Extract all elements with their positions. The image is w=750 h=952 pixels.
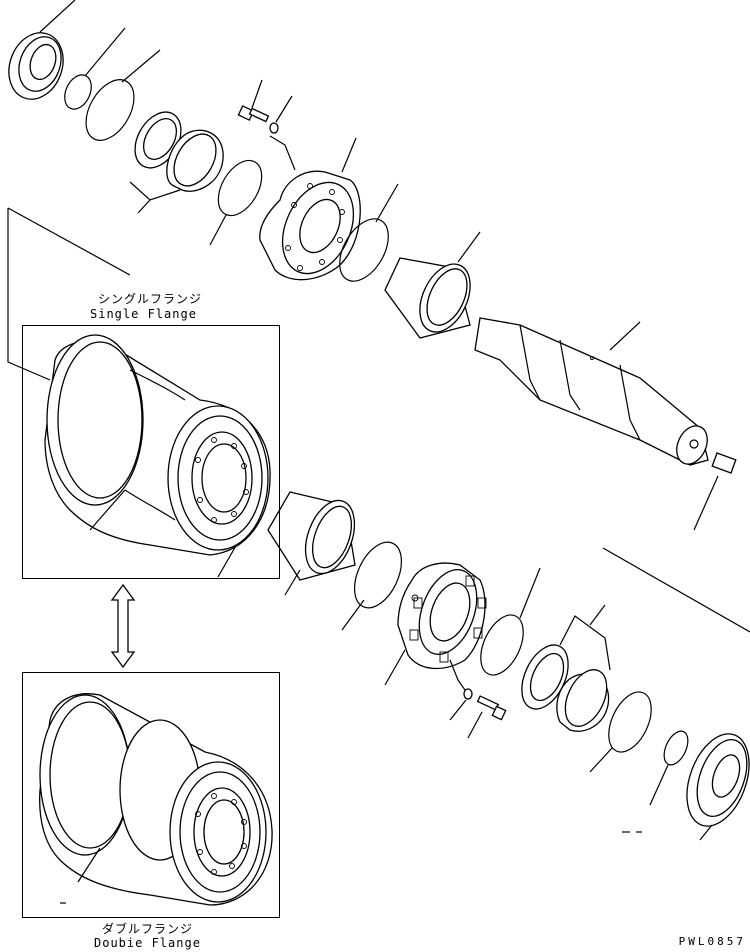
double-flange-roller bbox=[39, 693, 273, 906]
collar-top bbox=[259, 137, 361, 281]
floating-seal-top bbox=[8, 0, 76, 100]
drawing-code: PWL0857 bbox=[678, 935, 746, 948]
bushing-bottom bbox=[267, 491, 356, 596]
seal-ring-pair-top bbox=[129, 111, 224, 214]
floating-seal-bottom bbox=[622, 733, 750, 841]
double-flange-label-jp: ダブルフランジ bbox=[102, 922, 194, 936]
o-ring-top-2 bbox=[85, 49, 161, 141]
collar-bottom bbox=[384, 562, 487, 686]
o-ring-bottom-3 bbox=[589, 691, 652, 773]
single-flange-roller bbox=[44, 334, 271, 556]
o-ring-bottom-1 bbox=[341, 541, 402, 631]
single-flange-label-jp: シングルフランジ bbox=[98, 292, 203, 306]
double-flange-label-en: Doubie Flange bbox=[94, 936, 201, 950]
double-arrow bbox=[110, 583, 136, 669]
bolt-bottom bbox=[449, 659, 507, 739]
o-ring-bottom-4 bbox=[649, 730, 689, 806]
o-ring-bottom-2 bbox=[480, 567, 541, 676]
o-ring-top-3 bbox=[209, 159, 263, 246]
single-flange-frame bbox=[22, 325, 280, 579]
seal-ring-pair-bottom bbox=[521, 604, 611, 732]
bolt-top bbox=[237, 79, 296, 171]
plug bbox=[693, 452, 737, 531]
bushing-top bbox=[384, 231, 481, 339]
o-ring-top-4 bbox=[339, 183, 399, 282]
shaft bbox=[474, 317, 750, 633]
double-flange-frame bbox=[22, 672, 280, 918]
o-ring-top-1 bbox=[64, 27, 126, 110]
single-flange-label-en: Single Flange bbox=[90, 307, 197, 321]
